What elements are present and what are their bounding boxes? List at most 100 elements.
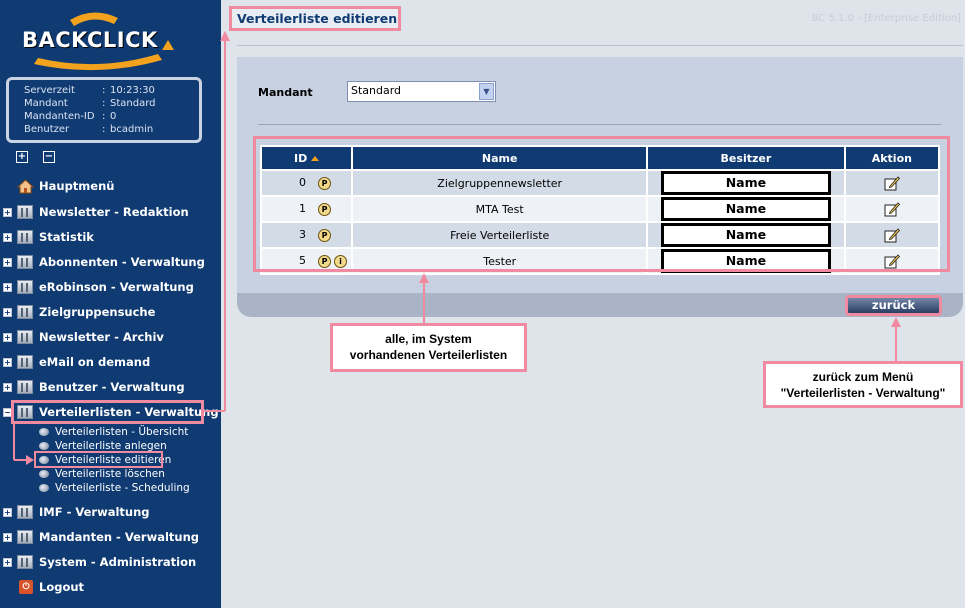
nav-zielgruppensuche[interactable]: +Zielgruppensuche — [3, 305, 156, 319]
edit-icon[interactable] — [884, 253, 900, 269]
sort-ascending-icon — [311, 156, 320, 161]
cell-owner: Name — [648, 223, 844, 247]
page-title: Verteilerliste editieren — [229, 6, 401, 31]
cell-action — [845, 171, 938, 195]
folder-icon — [17, 555, 33, 569]
nav-abonnenten-verwaltung[interactable]: +Abonnenten - Verwaltung — [3, 255, 205, 269]
folder-icon — [17, 355, 33, 369]
sub-nav-verteilerliste-loeschen[interactable]: Verteilerliste löschen — [39, 467, 165, 481]
content-panel-footer — [237, 293, 963, 317]
info-badge-icon: i — [334, 254, 347, 268]
table-header-row: ID Name Besitzer Aktion — [262, 147, 938, 169]
column-header-name: Name — [353, 147, 647, 169]
mandant-label: Mandant — [258, 86, 313, 99]
info-row-server-time: Serverzeit:10:23:30 — [24, 85, 155, 96]
column-header-owner: Besitzer — [648, 147, 844, 169]
expand-icon[interactable]: + — [3, 232, 12, 242]
collapse-all-button[interactable]: − — [43, 151, 55, 163]
nav-home[interactable]: Hauptmenü — [0, 176, 221, 196]
nav-logout[interactable]: ⏻Logout — [0, 577, 221, 597]
home-icon — [17, 178, 34, 193]
cell-name: Freie Verteilerliste — [353, 223, 647, 247]
nav-erobinson-verwaltung[interactable]: +eRobinson - Verwaltung — [3, 280, 194, 294]
info-row-user: Benutzer:bcadmin — [24, 124, 154, 135]
folder-icon — [17, 530, 33, 544]
callout-back-to-menu: zurück zum Menü "Verteilerlisten - Verwa… — [763, 361, 963, 408]
logo-text: BACKCLICK — [22, 28, 158, 52]
expand-all-button[interactable]: + — [16, 151, 28, 163]
expand-icon[interactable]: + — [3, 357, 12, 367]
nav-highlight-frame — [11, 400, 204, 424]
back-button[interactable]: zurück — [845, 295, 942, 316]
backclick-logo: BACKCLICK — [18, 10, 178, 72]
tree-controls: + − — [16, 151, 55, 163]
info-row-mandant: Mandant:Standard — [24, 98, 156, 109]
cell-owner: Name — [648, 171, 844, 195]
owner-name-box: Name — [660, 197, 831, 221]
table-highlight-frame — [253, 136, 950, 272]
cell-name: MTA Test — [353, 197, 647, 221]
expand-icon[interactable]: + — [3, 557, 12, 567]
p-badge-icon: P — [318, 176, 331, 190]
sub-nav-verteilerliste-scheduling[interactable]: Verteilerliste - Scheduling — [39, 481, 190, 495]
sub-nav-highlight-frame — [34, 451, 163, 468]
folder-icon — [17, 305, 33, 319]
column-header-id[interactable]: ID — [262, 147, 352, 169]
chevron-down-icon[interactable]: ▼ — [479, 83, 494, 100]
p-badge-icon: P — [318, 202, 331, 216]
folder-icon — [17, 380, 33, 394]
edit-icon[interactable] — [884, 175, 900, 191]
nav-newsletter-redaktion[interactable]: +Newsletter - Redaktion — [3, 205, 189, 219]
cell-owner: Name — [648, 197, 844, 221]
folder-icon — [17, 230, 33, 244]
edit-icon[interactable] — [884, 201, 900, 217]
folder-icon — [17, 255, 33, 269]
folder-icon — [17, 330, 33, 344]
info-row-mandant-id: Mandanten-ID:0 — [24, 111, 117, 122]
nav-benutzer-verwaltung[interactable]: +Benutzer - Verwaltung — [3, 380, 185, 394]
expand-icon[interactable]: + — [3, 257, 12, 267]
edit-icon[interactable] — [884, 227, 900, 243]
version-label: BC 5.1.0 - [Enterprise Edition] — [811, 13, 961, 24]
expand-icon[interactable]: + — [3, 507, 12, 517]
folder-icon — [17, 505, 33, 519]
bullet-icon — [39, 484, 49, 492]
cell-name: Zielgruppennewsletter — [353, 171, 647, 195]
bullet-icon — [39, 428, 49, 436]
logout-icon: ⏻ — [19, 580, 33, 594]
expand-icon[interactable]: + — [3, 307, 12, 317]
nav-statistik[interactable]: +Statistik — [3, 230, 94, 244]
nav-mandanten-verwaltung[interactable]: +Mandanten - Verwaltung — [3, 530, 200, 544]
expand-icon[interactable]: + — [3, 282, 12, 292]
panel-divider — [258, 124, 941, 125]
expand-icon[interactable]: + — [3, 532, 12, 542]
folder-icon — [17, 280, 33, 294]
column-header-action: Aktion — [845, 147, 938, 169]
mandant-select[interactable]: Standard ▼ — [347, 81, 496, 102]
expand-icon[interactable]: + — [3, 332, 12, 342]
p-badge-icon: P — [318, 228, 331, 242]
owner-name-box: Name — [660, 171, 831, 195]
nav-system-administration[interactable]: +System - Administration — [3, 555, 197, 569]
nav-newsletter-archiv[interactable]: +Newsletter - Archiv — [3, 330, 164, 344]
folder-open-icon — [17, 405, 33, 419]
sub-nav-verteilerliste-anlegen[interactable]: Verteilerliste anlegen — [39, 439, 167, 453]
bullet-icon — [39, 442, 49, 450]
sub-nav-verteilerlisten-uebersicht[interactable]: Verteilerlisten - Übersicht — [39, 425, 188, 439]
nav-imf-verwaltung[interactable]: +IMF - Verwaltung — [3, 505, 150, 519]
expand-icon[interactable]: + — [3, 382, 12, 392]
nav-email-on-demand[interactable]: +eMail on demand — [3, 355, 151, 369]
cell-action — [845, 223, 938, 247]
bullet-icon — [39, 456, 49, 464]
sub-nav-verteilerliste-editieren[interactable]: Verteilerliste editieren — [39, 453, 171, 467]
mandant-selected-value: Standard — [351, 84, 402, 97]
title-divider — [237, 45, 963, 46]
expand-icon[interactable]: + — [3, 207, 12, 217]
bullet-icon — [39, 470, 49, 478]
nav-verteilerlisten-verwaltung[interactable]: −Verteilerlisten - Verwaltung — [3, 405, 219, 419]
